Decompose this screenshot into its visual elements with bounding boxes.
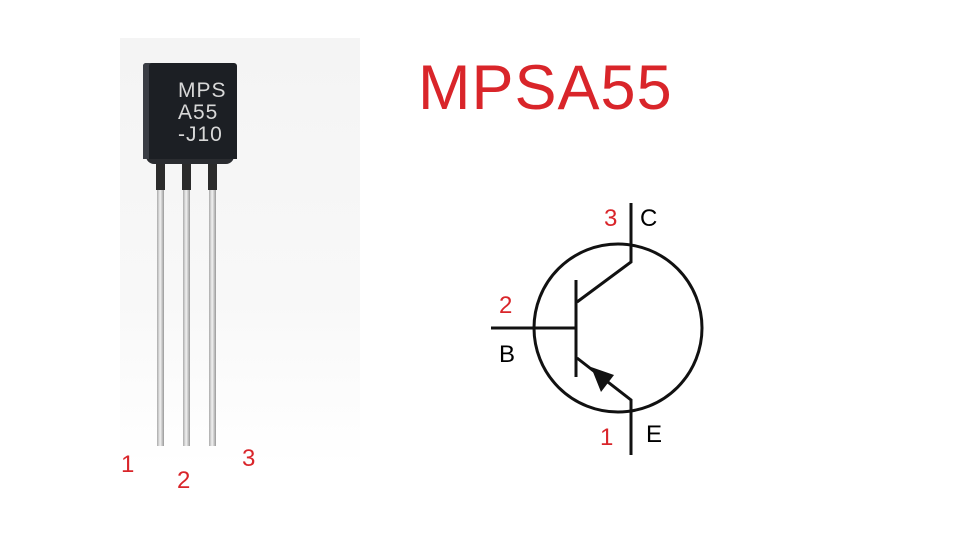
photo-pin-2-label: 2 [177,467,191,494]
leg-1 [157,160,164,446]
part-number-title: MPSA55 [418,53,673,123]
base-label: B [499,341,516,368]
photo-pin-1-label: 1 [121,451,135,478]
emitter-arrow-icon [591,367,614,392]
leg-2 [183,160,190,446]
leg-2-top [182,158,191,190]
collector-label: C [640,205,658,232]
marking-line-3: -J10 [178,123,223,146]
pin-1-number: 1 [600,424,614,451]
pin-2-number: 2 [499,292,513,319]
leg-1-top [156,158,165,190]
leg-3 [209,160,216,446]
package-marking: MPS A55 -J10 [178,80,238,146]
marking-line-2: A55 [178,101,219,124]
collector-lead [576,203,633,304]
leg-3-top [208,158,217,190]
photo-pin-3-label: 3 [242,445,256,472]
pin-3-number: 3 [604,205,618,232]
emitter-label: E [646,421,663,448]
marking-line-1: MPS [178,79,227,102]
to92-package [143,63,237,159]
